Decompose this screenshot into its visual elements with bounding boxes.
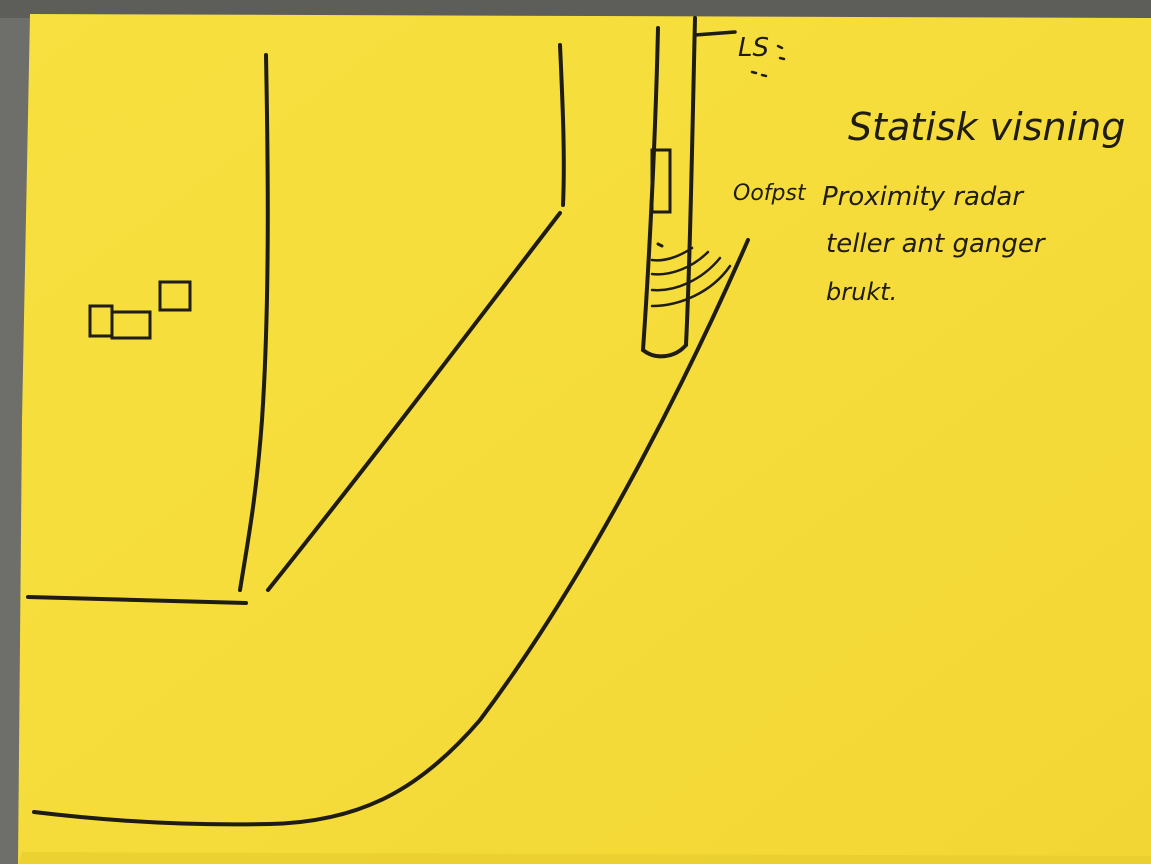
radar-wave-2 (650, 250, 710, 276)
note-line-1: Proximity radar (822, 182, 1025, 212)
side-label: Oofpst (733, 181, 807, 206)
corridor-line-vertical (558, 43, 566, 207)
pole-right-edge (684, 16, 697, 347)
path-curve (32, 238, 750, 827)
radar-wave-3 (650, 256, 722, 292)
note-line-2: teller ant ganger (826, 229, 1047, 259)
backdrop-shade-top (0, 0, 1151, 18)
note-shadow-edge (18, 852, 1151, 864)
pole-bottom (641, 343, 688, 359)
note-line-3: brukt. (826, 278, 897, 306)
sign-text: LS (738, 33, 769, 63)
note-title: Statisk visning (848, 105, 1125, 149)
corridor-line-diagonal (266, 211, 562, 592)
pole-arm (693, 30, 737, 37)
window-3 (158, 280, 192, 312)
radar-wave-1 (650, 246, 694, 262)
radar-device (650, 148, 672, 214)
radar-dot (656, 242, 664, 248)
window-2 (110, 310, 152, 340)
sign-marks (750, 44, 786, 78)
floor-line (26, 595, 248, 605)
sticky-note (18, 14, 1151, 864)
radar-wave-4 (650, 264, 732, 308)
wall-line (238, 53, 270, 592)
